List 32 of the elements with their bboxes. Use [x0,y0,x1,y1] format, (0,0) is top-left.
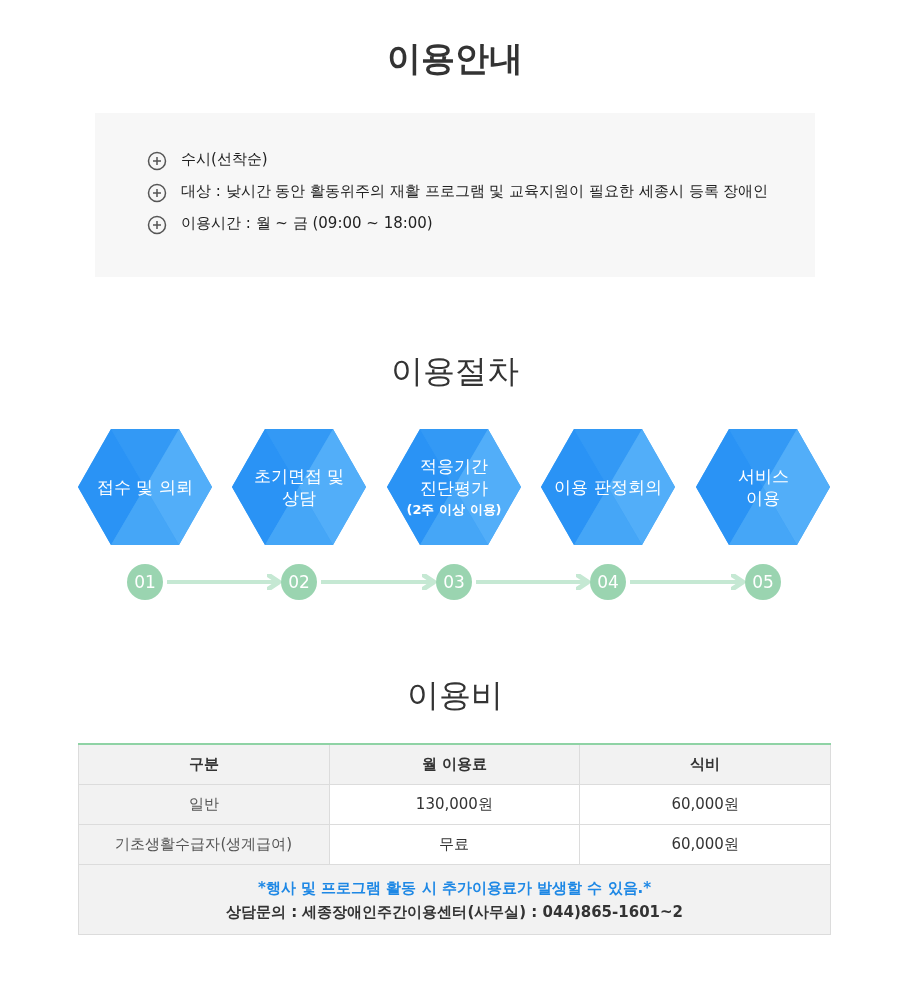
contact-text: 상담문의 : 세종장애인주간이용센터(사무실) : 044)865-1601~2 [224,901,685,923]
step-label: 적응기간 진단평가 [419,455,489,499]
info-text: 대상 : 낮시간 동안 활동위주의 재활 프로그램 및 교육지원이 필요한 세종시 등록 장애인 [181,182,769,201]
step-number: 01 [127,564,163,600]
table-cell: 기초생활수급자(생계급여) [78,824,329,865]
section-heading: 이용비 [406,675,504,716]
step-label: 이용 판정회의 [554,476,662,498]
table-cell: 60,000원 [579,824,831,865]
table-cell: 무료 [329,824,580,865]
table-cell: 일반 [78,784,329,825]
table-cell: 130,000원 [329,784,580,825]
arrow [321,571,437,593]
info-text: 수시(선착순) [181,150,268,169]
step-note: (2주 이상 이용) [406,501,502,519]
arrow [167,571,282,593]
step-label: 초기면접 및 상담 [252,465,346,509]
table-cell: 60,000원 [579,784,831,825]
step-label: 서비스 이용 [736,465,790,509]
step-label: 접수 및 의뢰 [97,476,193,498]
step-number: 02 [281,564,317,600]
note-text: *행사 및 프로그램 활동 시 추가이용료가 발생할 수 있음.* [256,877,653,899]
section-heading: 이용절차 [390,351,520,392]
header-cell: 월 이용료 [329,744,580,785]
step-number: 04 [590,564,626,600]
step-number: 03 [436,564,472,600]
info-text: 이용시간 : 월 ~ 금 (09:00 ~ 18:00) [181,214,433,233]
arrow [476,571,591,593]
header-cell: 식비 [579,744,831,785]
page-title: 이용안내 [386,37,524,80]
header-cell: 구분 [78,744,329,785]
step-number: 05 [745,564,781,600]
arrow [630,571,746,593]
